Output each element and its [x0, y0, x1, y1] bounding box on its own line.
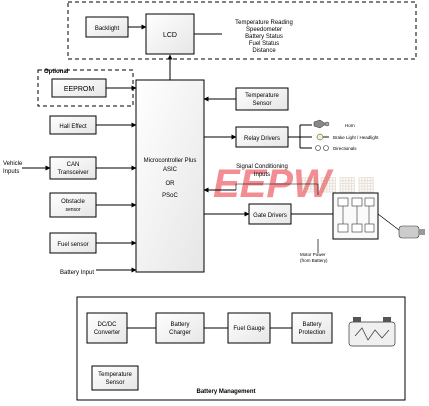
- optional-label: Optional: [44, 69, 69, 75]
- dcdc-label: DC/DC: [98, 322, 118, 328]
- bm-temperature-sensor-box: [91, 365, 139, 391]
- obstacle-label: sensor: [65, 207, 80, 213]
- fuel-sensor-label: Fuel sensor: [57, 242, 88, 248]
- controller-line: ASIC: [163, 167, 178, 173]
- relay-output-label: Brake Light / Headlight: [333, 135, 379, 140]
- bridge-to-motor-line: [377, 213, 400, 231]
- backlight-label: Backlight: [95, 26, 120, 32]
- vehicle-inputs-label: Vehicle: [3, 161, 23, 167]
- feature-line: Distance: [252, 48, 276, 54]
- feature-line: Temperature Reading: [235, 20, 293, 26]
- feature-line: Fuel Status: [249, 41, 279, 47]
- feature-line: Battery Status: [245, 34, 283, 40]
- protection-label: Battery: [302, 322, 321, 328]
- battery-management-frame: [76, 296, 406, 401]
- controller-line: Microcontroller Plus: [144, 158, 197, 164]
- directional-lights-icon: [315, 145, 329, 151]
- obstacle-sensor-box: [49, 192, 97, 218]
- relay-drivers-label: Relay Drivers: [244, 136, 280, 142]
- light-bulb-icon: [316, 133, 329, 141]
- motor-power-label: Motor Power: [300, 252, 326, 257]
- battery-charger-box: [155, 312, 205, 344]
- battery-input-label: Battery Input: [60, 270, 94, 276]
- temp-sensor-label: Temperature: [245, 93, 279, 99]
- horn-icon: [313, 119, 330, 129]
- gate-drivers-label: Gate Drivers: [253, 213, 287, 219]
- battery-pack-icon: [348, 317, 396, 347]
- controller-line: PSoC: [162, 193, 178, 199]
- protection-label: Protection: [298, 330, 325, 336]
- signal-conditioning-feedback: [235, 183, 319, 195]
- obstacle-label: Obstacle: [61, 199, 85, 205]
- lcd-feature-list: Temperature Reading Speedometer Battery …: [235, 20, 293, 54]
- can-label: Transceiver: [57, 170, 88, 176]
- relay-output-label: Directionals: [333, 146, 357, 151]
- can-label: CAN: [67, 162, 80, 168]
- fuel-gauge-label: Fuel Gauge: [233, 326, 265, 332]
- feature-line: Speedometer: [246, 27, 282, 33]
- microcontroller-box: [135, 79, 205, 273]
- motor-power-label: (from Battery): [300, 258, 328, 263]
- charger-label: Charger: [169, 330, 191, 336]
- mosfet-array-icon: [337, 197, 375, 233]
- motor-icon: [398, 225, 425, 239]
- vehicle-inputs-label: Inputs: [3, 169, 19, 175]
- battery-protection-box: [291, 312, 333, 344]
- signal-conditioning-label: Inputs: [254, 172, 270, 178]
- dcdc-label: Converter: [94, 330, 120, 336]
- hall-effect-label: Hall Effect: [59, 124, 87, 130]
- lcd-label: LCD: [163, 32, 177, 39]
- signal-conditioning-label: Signal Conditioning: [236, 164, 288, 170]
- temp-sensor-label: Sensor: [252, 101, 271, 107]
- eeprom-label: EEPROM: [64, 86, 95, 93]
- bm-temp-label: Sensor: [105, 380, 124, 386]
- controller-line: OR: [166, 181, 176, 187]
- charger-label: Battery: [170, 322, 189, 328]
- relay-output-label: Horn: [345, 123, 355, 128]
- dcdc-converter-box: [86, 312, 128, 344]
- bm-temp-label: Temperature: [98, 372, 132, 378]
- battery-management-title: Battery Management: [196, 389, 255, 395]
- watermark-chinese-glyphs: ▦▦▦▦: [300, 173, 376, 195]
